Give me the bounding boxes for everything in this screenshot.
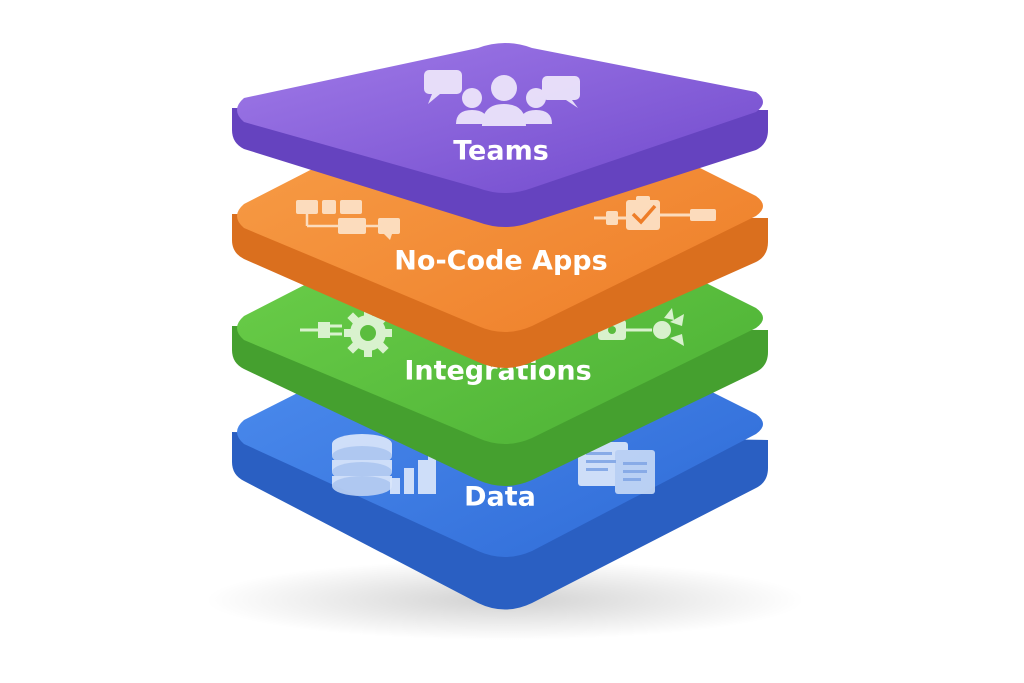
checklist-icon (594, 196, 716, 230)
documents-icon (578, 442, 655, 494)
layer-teams: Teams (232, 43, 768, 227)
layer-teams-label: Teams (453, 136, 549, 167)
layer-no-code-apps-label: No-Code Apps (394, 246, 607, 277)
bar-chart-icon (390, 456, 436, 494)
people-chat-icon (424, 70, 580, 126)
layer-data-label: Data (464, 482, 536, 513)
database-icon (332, 434, 392, 496)
workflow-icon (296, 200, 400, 240)
